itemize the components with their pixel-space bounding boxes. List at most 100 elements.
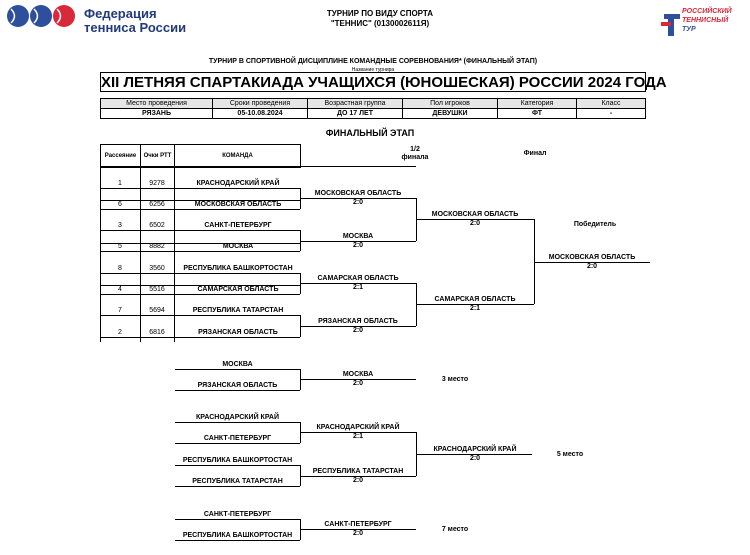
fifth-entry: РЕСПУБЛИКА ТАТАРСТАН: [192, 478, 283, 485]
info-class: -: [609, 110, 613, 117]
info-category: ФТ: [498, 109, 577, 118]
entry-points: 8882: [149, 243, 165, 250]
semi-score: 2:0: [469, 220, 481, 227]
info-dates: 05-10.08.2024: [213, 109, 308, 118]
entry-points: 5516: [149, 286, 165, 293]
entry-line: [100, 209, 300, 210]
rtt-logo-icon: [661, 14, 680, 36]
name-caption: Название турнира: [351, 67, 395, 73]
fifth-place-label: 5 место: [556, 451, 584, 458]
entry-seed: 2: [118, 329, 122, 336]
fifth-r1-winner: КРАСНОДАРСКИЙ КРАЙ: [316, 424, 400, 431]
entry-line: [100, 230, 300, 231]
rtt-line1: РОССИЙСКИЙ: [682, 8, 732, 15]
fifth-entry-line: [175, 422, 300, 423]
entry-team: РЯЗАНСКАЯ ОБЛАСТЬ: [198, 329, 278, 336]
rtt-line2: ТЕННИСНЫЙ: [682, 17, 729, 24]
fifth-entry-line: [175, 465, 300, 466]
fifth-final-winner: КРАСНОДАРСКИЙ КРАЙ: [433, 446, 517, 453]
fifth-entry: САНКТ-ПЕТЕРБУРГ: [203, 435, 272, 442]
entry-points: 3560: [149, 265, 165, 272]
fifth-r1-line: [300, 476, 416, 477]
entry-team: САМАРСКАЯ ОБЛАСТЬ: [197, 286, 279, 293]
info-header-category: Категория: [498, 99, 577, 108]
rtt-logo: РОССИЙСКИЙ ТЕННИСНЫЙ ТУР: [660, 8, 742, 38]
r1-connector: [300, 230, 301, 251]
seventh-entry-line: [175, 519, 300, 520]
tournament-sport-line1: ТУРНИР ПО ВИДУ СПОРТА: [326, 9, 434, 18]
entry-team: МОСКВА: [222, 243, 254, 250]
entry-line: [100, 294, 300, 295]
entry-seed: 7: [118, 307, 122, 314]
third-team1: МОСКВА: [222, 361, 253, 368]
r1-winner: МОСКОВСКАЯ ОБЛАСТЬ: [314, 190, 402, 197]
fifth-entry: КРАСНОДАРСКИЙ КРАЙ: [196, 414, 279, 421]
seventh-score: 2:0: [352, 530, 364, 537]
points-col-divider: [174, 166, 175, 342]
col-final: Финал: [523, 150, 547, 157]
fifth-entry-line: [175, 486, 300, 487]
winner-label: Победитель: [573, 221, 617, 228]
r1-line: [300, 241, 416, 242]
entry-team: РЕСПУБЛИКА ТАТАРСТАН: [192, 307, 284, 314]
semi-score: 2:1: [469, 305, 481, 312]
seventh-entry-line: [175, 540, 300, 541]
entry-team: МОСКОВСКАЯ ОБЛАСТЬ: [194, 201, 282, 208]
col-semi-line1: 1/2: [410, 146, 420, 153]
entry-points: 6816: [149, 329, 165, 336]
col-points: Очки РТТ: [141, 145, 175, 166]
info-header-class: Класс: [577, 99, 645, 108]
seed-table-header: Рассеяние Очки РТТ КОМАНДА: [100, 144, 301, 168]
semi-winner: МОСКОВСКАЯ ОБЛАСТЬ: [431, 211, 519, 218]
ftr-logo-icon: [7, 5, 75, 27]
entry-team: РЕСПУБЛИКА БАШКОРТОСТАН: [183, 265, 293, 272]
semi-winner: САМАРСКАЯ ОБЛАСТЬ: [434, 296, 516, 303]
discipline-line: ТУРНИР В СПОРТИВНОЙ ДИСЦИПЛИНЕ КОМАНДНЫЕ…: [208, 58, 538, 65]
entry-seed: 5: [118, 243, 122, 250]
r1-score: 2:0: [352, 327, 364, 334]
final-winner: МОСКОВСКАЯ ОБЛАСТЬ: [548, 254, 636, 261]
entry-team: САНКТ-ПЕТЕРБУРГ: [204, 222, 272, 229]
third-line: [300, 379, 416, 380]
entry-points: 5694: [149, 307, 165, 314]
event-title: XII ЛЕТНЯЯ СПАРТАКИАДА УЧАЩИХСЯ (ЮНОШЕСК…: [100, 72, 667, 92]
entry-line: [100, 251, 300, 252]
stage-title: ФИНАЛЬНЫЙ ЭТАП: [325, 128, 415, 138]
entry-points: 6502: [149, 222, 165, 229]
r1-line: [300, 326, 416, 327]
tournament-info-table: Место проведения Сроки проведения Возрас…: [100, 98, 646, 119]
entry-points: 9278: [149, 180, 165, 187]
col-team: КОМАНДА: [222, 152, 253, 159]
final-connector: [534, 219, 535, 304]
fifth-final-score: 2:0: [469, 455, 481, 462]
r1-line: [300, 198, 416, 199]
federation-name-line2: тенниса России: [84, 20, 187, 35]
rtt-line3: ТУР: [682, 26, 696, 33]
info-header-dates: Сроки проведения: [213, 99, 308, 108]
entry-line: [100, 188, 300, 189]
seventh-winner: САНКТ-ПЕТЕРБУРГ: [324, 521, 392, 528]
entry-seed: 1: [118, 180, 122, 187]
group-divider: [100, 200, 300, 201]
info-venue: РЯЗАНЬ: [101, 109, 213, 118]
entry-points: 6256: [149, 201, 165, 208]
fifth-r1-score: 2:1: [352, 433, 364, 440]
final-line: [534, 262, 650, 263]
entry-seed: 6: [118, 201, 122, 208]
seed-col-divider: [140, 166, 141, 342]
entry-line: [100, 315, 300, 316]
third-entry-line: [175, 369, 300, 370]
third-entry-line: [175, 390, 300, 391]
entry-seed: 4: [118, 286, 122, 293]
r1-score: 2:1: [352, 284, 364, 291]
entry-line: [100, 273, 300, 274]
r1-winner: САМАРСКАЯ ОБЛАСТЬ: [317, 275, 399, 282]
fifth-final-line: [416, 454, 532, 455]
fifth-r1-line: [300, 432, 416, 433]
fifth-r1-score: 2:0: [352, 477, 364, 484]
fifth-r1-connector: [300, 465, 301, 486]
semi-line: [416, 219, 534, 220]
info-header-venue: Место проведения: [101, 99, 213, 108]
seventh-line: [300, 529, 416, 530]
fifth-entry-line: [175, 443, 300, 444]
